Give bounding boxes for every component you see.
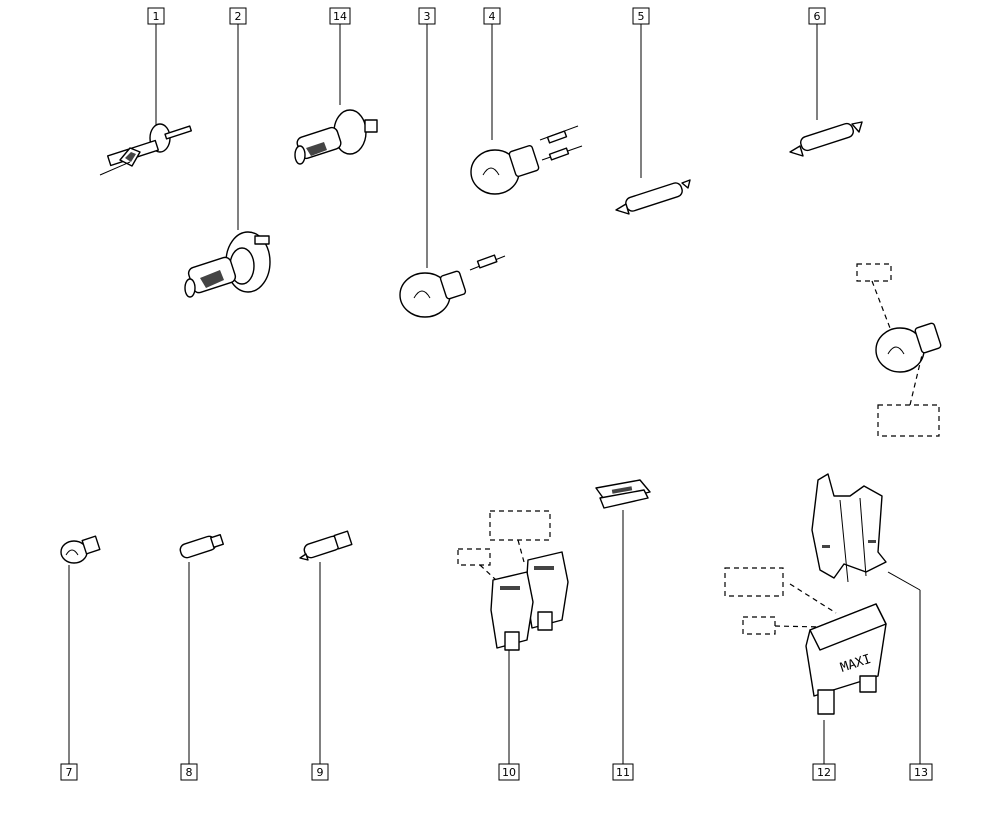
callout-2-label: 2 xyxy=(235,10,242,23)
callout-12: 12 xyxy=(812,720,836,781)
festoon-bulb-6 xyxy=(789,121,863,157)
maxi-fuse-holder xyxy=(811,473,887,583)
callout-2: 2 xyxy=(229,7,247,230)
callout-7-label: 7 xyxy=(66,766,73,779)
callout-12-label: 12 xyxy=(817,766,831,779)
callout-4: 4 xyxy=(483,7,501,140)
festoon-bulb-5 xyxy=(615,179,691,215)
callout-5-label: 5 xyxy=(638,10,645,23)
callout-1-label: 1 xyxy=(153,10,160,23)
fuse-clip xyxy=(595,479,651,509)
callout-9: 9 xyxy=(311,562,329,781)
h1-bulb xyxy=(99,123,192,176)
maxi-fuse: MAXI xyxy=(724,567,887,715)
p21-5w-bulb xyxy=(470,125,583,195)
callout-6-label: 6 xyxy=(814,10,821,23)
p21w-bulb xyxy=(399,254,506,318)
callout-1: 1 xyxy=(147,7,165,125)
bulb-with-dashed-labels xyxy=(856,263,942,437)
callout-8-label: 8 xyxy=(186,766,193,779)
callout-14: 14 xyxy=(329,7,351,105)
callout-3-label: 3 xyxy=(424,10,431,23)
callout-6: 6 xyxy=(808,7,826,120)
callout-5: 5 xyxy=(632,7,650,178)
blade-fuses xyxy=(457,510,569,651)
callout-10: 10 xyxy=(498,640,520,781)
callout-7: 7 xyxy=(60,565,78,781)
callout-13-label: 13 xyxy=(914,766,928,779)
wedge-bulb-8 xyxy=(179,533,225,559)
h7-bulb xyxy=(294,109,378,165)
callout-4-label: 4 xyxy=(489,10,496,23)
callout-14-label: 14 xyxy=(333,10,347,23)
callout-11: 11 xyxy=(612,510,634,781)
callout-11-label: 11 xyxy=(616,766,630,779)
wedge-bulb-7 xyxy=(60,535,101,564)
callout-13: 13 xyxy=(887,571,933,781)
callout-9-label: 9 xyxy=(317,766,324,779)
callout-10-label: 10 xyxy=(502,766,516,779)
callout-8: 8 xyxy=(180,562,198,781)
bayonet-bulb-9 xyxy=(299,530,353,561)
h4-bulb xyxy=(184,231,271,298)
callout-3: 3 xyxy=(418,7,436,268)
